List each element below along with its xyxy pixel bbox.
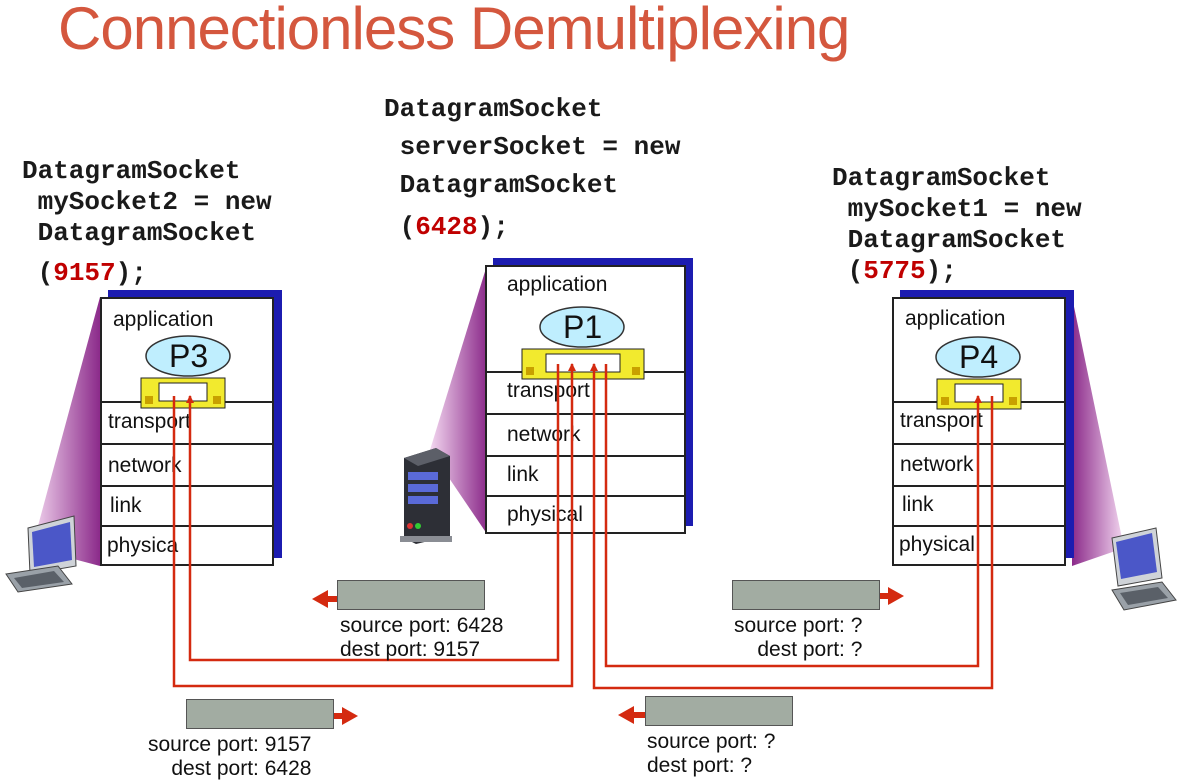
source-port-label: source port: ? <box>647 730 776 753</box>
process-p1-ellipse <box>539 306 625 348</box>
layer-physical: physical <box>899 533 975 556</box>
packet-p1-to-p3 <box>337 580 485 610</box>
dest-port-label: dest port: 6428 <box>171 757 312 780</box>
code-line: DatagramSocket <box>384 94 603 124</box>
flow-p1-to-p4 <box>604 364 982 668</box>
layer-application: application <box>113 308 214 331</box>
left-computer-icon <box>5 515 77 593</box>
process-p3-label: P3 <box>169 338 209 374</box>
layer-application: application <box>507 273 608 296</box>
packet-p4-to-p1 <box>645 696 793 726</box>
layer-application: application <box>905 307 1006 330</box>
server-socket <box>521 348 645 380</box>
code-line: DatagramSocket <box>22 156 241 186</box>
layer-divider <box>487 455 684 457</box>
code-port-line: (9157); <box>22 258 272 289</box>
left-port-number: 9157 <box>53 258 116 288</box>
left-socket <box>140 377 226 409</box>
left-host-beam <box>32 297 100 566</box>
packet-4-header: source port: ? dest port: ? <box>647 730 775 778</box>
layer-physical: physical <box>507 503 583 526</box>
layer-transport: transport <box>900 409 983 432</box>
flow-p1-to-p3 <box>186 364 560 662</box>
flow-p4-to-p1 <box>590 363 994 690</box>
layer-divider <box>102 443 272 445</box>
code-line: serverSocket = new <box>384 132 681 162</box>
process-p1-label: P1 <box>563 309 603 345</box>
right-socket-code: DatagramSocket mySocket1 = new DatagramS… <box>832 163 1082 287</box>
packet-1-header: source port: 6428 dest port: 9157 <box>340 614 503 662</box>
code-paren: ( <box>847 256 864 286</box>
layer-divider <box>487 495 684 497</box>
code-port-line: (5775); <box>832 256 1082 287</box>
dest-port-label: dest port: 9157 <box>340 638 481 661</box>
packet-arrow-left <box>618 706 656 724</box>
code-paren: ); <box>477 212 509 242</box>
layer-transport: transport <box>108 410 191 433</box>
server-icon <box>400 448 452 544</box>
source-port-label: source port: 6428 <box>340 614 504 637</box>
code-line: DatagramSocket <box>832 163 1051 193</box>
layer-link: link <box>507 463 539 486</box>
dest-port-label: dest port: ? <box>647 754 753 777</box>
left-socket-code: DatagramSocket mySocket2 = new DatagramS… <box>22 156 272 289</box>
right-host-beam <box>1072 297 1124 566</box>
flow-p3-to-p1 <box>172 363 576 688</box>
layer-network: network <box>507 423 581 446</box>
layer-link: link <box>110 494 142 517</box>
slide-title: Connectionless Demultiplexing <box>58 0 850 62</box>
layer-divider <box>487 413 684 415</box>
code-line: DatagramSocket <box>22 218 257 248</box>
layer-network: network <box>900 453 974 476</box>
code-paren: ( <box>37 258 54 288</box>
code-paren: ( <box>399 212 416 242</box>
layer-link: link <box>902 493 934 516</box>
code-line: mySocket2 = new <box>22 187 272 217</box>
packet-3-header: source port: ? dest port: ? <box>734 614 862 662</box>
process-p3-ellipse <box>145 335 231 377</box>
code-port-line: (6428); <box>384 208 680 246</box>
right-port-number: 5775 <box>863 256 926 286</box>
packet-p3-to-p1 <box>186 699 334 729</box>
code-line: mySocket1 = new <box>832 194 1082 224</box>
source-port-label: source port: 9157 <box>148 733 312 756</box>
server-socket-code: DatagramSocket serverSocket = new Datagr… <box>384 90 680 246</box>
layer-network: network <box>108 454 182 477</box>
layer-transport: transport <box>507 379 590 402</box>
code-line: DatagramSocket <box>384 170 619 200</box>
layer-physical: physica <box>107 534 179 557</box>
source-port-label: source port: ? <box>734 614 863 637</box>
packet-2-header: source port: 9157 dest port: 6428 <box>148 733 311 781</box>
right-computer-icon <box>1111 527 1177 611</box>
layer-divider <box>102 525 272 527</box>
process-p4-label: P4 <box>959 339 999 375</box>
process-p4-ellipse <box>935 336 1021 378</box>
packet-arrow-right <box>334 707 358 725</box>
code-paren: ); <box>925 256 957 286</box>
code-paren: ); <box>115 258 147 288</box>
server-port-number: 6428 <box>415 212 478 242</box>
dest-port-label: dest port: ? <box>757 638 863 661</box>
code-line: DatagramSocket <box>832 225 1067 255</box>
layer-divider <box>102 485 272 487</box>
packet-p1-to-p4 <box>732 580 880 610</box>
